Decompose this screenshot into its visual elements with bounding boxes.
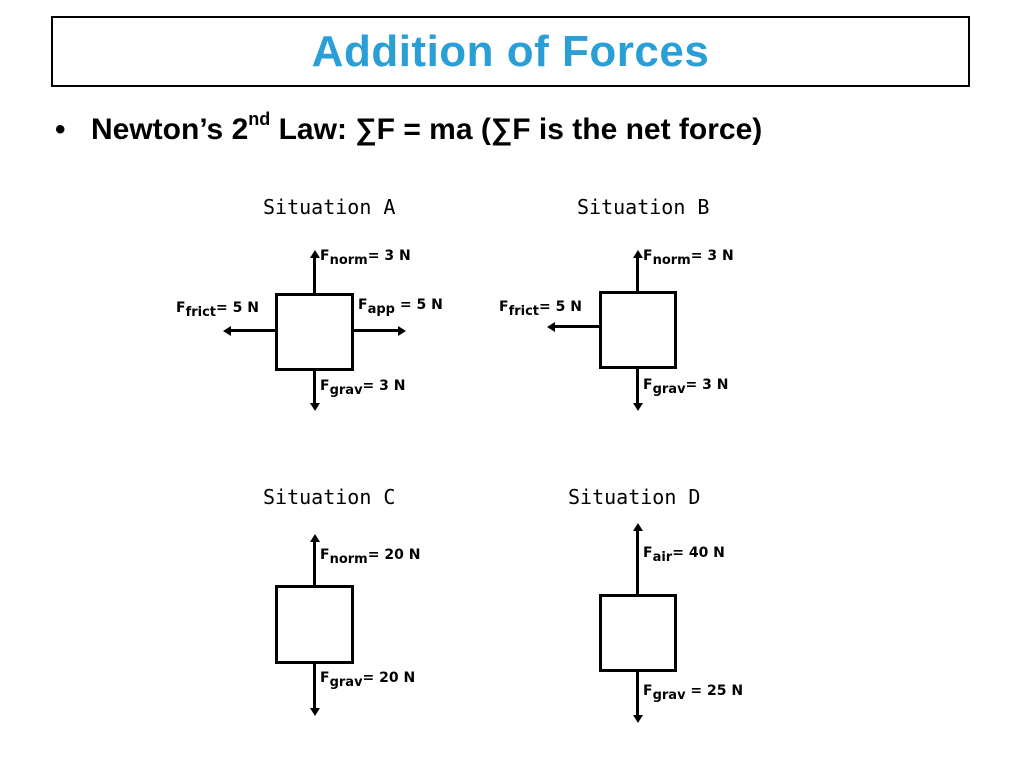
situation-d-air-arrow-shaft	[636, 529, 639, 596]
situation-a-app-arrow-shaft	[353, 329, 399, 332]
situation-c-norm-arrow-shaft	[313, 540, 316, 586]
situation-a-app-arrowhead	[398, 326, 406, 336]
situation-d-label: Situation D	[568, 485, 701, 509]
situation-b-frict-label: Ffrict= 5 N	[499, 299, 582, 319]
bullet-dot: •	[55, 113, 66, 146]
situation-b-norm-label: Fnorm= 3 N	[643, 248, 734, 268]
situation-a-grav-arrow-shaft	[313, 370, 316, 404]
situation-d-grav-arrowhead	[633, 715, 643, 723]
situation-a-label: Situation A	[263, 195, 396, 219]
situation-c-norm-label: Fnorm= 20 N	[320, 547, 421, 567]
situation-b-box	[599, 291, 677, 369]
situation-d-grav-label: Fgrav = 25 N	[643, 683, 744, 703]
situation-a-norm-arrowhead	[310, 250, 320, 258]
bullet-suffix: Law: ∑F = ma (∑F is the net force)	[270, 113, 763, 146]
situation-a-box	[275, 293, 354, 371]
slide-title: Addition of Forces	[311, 26, 710, 76]
situation-c-norm-arrowhead	[310, 534, 320, 542]
situation-a-frict-label: Ffrict= 5 N	[176, 300, 259, 320]
title-box: Addition of Forces	[51, 16, 970, 87]
situation-b-grav-arrow-shaft	[636, 368, 639, 404]
situation-a-app-label: Fapp = 5 N	[358, 297, 443, 317]
situation-b-frict-arrow-shaft	[553, 325, 600, 328]
situation-b-norm-arrow-shaft	[636, 256, 639, 292]
situation-b-grav-label: Fgrav= 3 N	[643, 377, 729, 397]
situation-a-norm-arrow-shaft	[313, 256, 316, 294]
situation-c-grav-arrow-shaft	[313, 663, 316, 709]
situation-b-frict-arrowhead	[547, 322, 555, 332]
situation-d-grav-arrow-shaft	[636, 671, 639, 716]
situation-d-box	[599, 594, 677, 672]
situation-c-grav-arrowhead	[310, 708, 320, 716]
situation-c-grav-label: Fgrav= 20 N	[320, 670, 416, 690]
situation-b-norm-arrowhead	[633, 250, 643, 258]
situation-a-frict-arrow-shaft	[229, 329, 276, 332]
situation-b-label: Situation B	[577, 195, 710, 219]
bullet-prefix: Newton’s 2	[91, 113, 249, 146]
situation-a-grav-label: Fgrav= 3 N	[320, 378, 406, 398]
situation-a-frict-arrowhead	[223, 326, 231, 336]
situation-c-label: Situation C	[263, 485, 396, 509]
bullet-newton-law: • Newton’s 2nd Law: ∑F = ma (∑F is the ne…	[55, 109, 763, 147]
situation-d-air-arrowhead	[633, 523, 643, 531]
situation-c-box	[275, 585, 354, 664]
situation-d-air-label: Fair= 40 N	[643, 545, 725, 565]
bullet-sup: nd	[248, 109, 271, 129]
situation-a-norm-label: Fnorm= 3 N	[320, 248, 411, 268]
situation-a-grav-arrowhead	[310, 403, 320, 411]
situation-b-grav-arrowhead	[633, 403, 643, 411]
